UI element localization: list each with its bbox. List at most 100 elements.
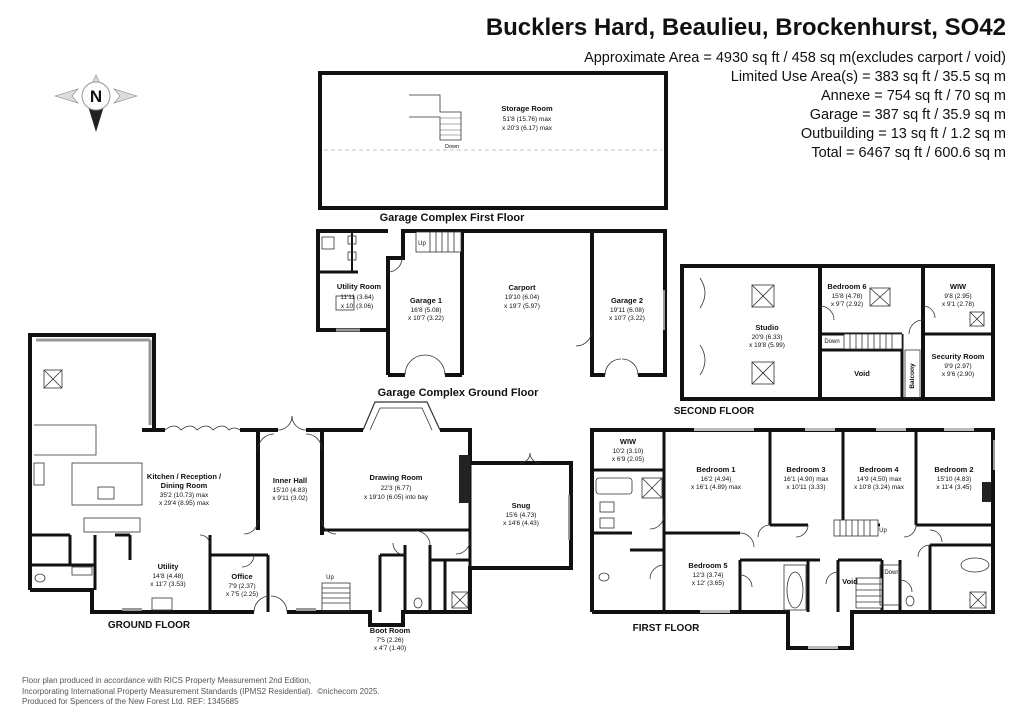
void1-name: Void — [842, 577, 858, 586]
bedroom6-name: Bedroom 6 — [827, 282, 866, 291]
area-line: Annexe = 754 sq ft / 70 sq m — [821, 88, 1006, 104]
snug-dim1: 15'6 (4.73) — [506, 512, 537, 519]
studio-dim1: 20'9 (6.33) — [752, 334, 783, 341]
inner-hall-name: Inner Hall — [273, 476, 307, 485]
wiw2-dim2: x 9'1 (2.78) — [942, 301, 974, 308]
bedroom6-dim2: x 9'7 (2.92) — [831, 301, 863, 308]
utility-dim1: 14'8 (4.48) — [153, 573, 184, 580]
wiw1-dim2: x 6'9 (2.05) — [612, 456, 644, 463]
garage-first-floor-label: Garage Complex First Floor — [380, 212, 526, 224]
drawing-room-dim2: x 19'10 (6.05) into bay — [364, 494, 429, 501]
boot-room-dim2: x 4'7 (1.40) — [374, 645, 406, 652]
carport-name: Carport — [508, 283, 536, 292]
bedroom3-dim2: x 10'11 (3.33) — [786, 484, 825, 491]
garage2-dim2: x 10'7 (3.22) — [609, 315, 645, 322]
balcony-label: Balcony — [909, 363, 916, 389]
second-floor-label: SECOND FLOOR — [674, 406, 755, 417]
carport-dim2: x 19'7 (5.97) — [504, 303, 540, 310]
bedroom4-dim1: 14'9 (4.50) max — [857, 476, 903, 483]
storage-room-dim2: x 20'3 (6.17) max — [502, 125, 553, 132]
bedroom3-name: Bedroom 3 — [786, 465, 825, 474]
kitchen-name2: Dining Room — [161, 481, 208, 490]
drawing-room-name: Drawing Room — [370, 473, 423, 482]
garage-ground-floor-label: Garage Complex Ground Floor — [378, 387, 539, 399]
garage-ground-details — [321, 231, 665, 376]
footer-line: Floor plan produced in accordance with R… — [22, 676, 312, 685]
garage-first-floor: Down Storage Room 51'8 (15.76) max x 20'… — [318, 71, 668, 210]
storage-room-dim1: 51'8 (15.76) max — [503, 116, 552, 123]
boot-room-name: Boot Room — [370, 626, 411, 635]
bedroom3-dim1: 16'1 (4.90) max — [784, 476, 830, 483]
second-floor — [680, 264, 995, 401]
bedroom1-dim2: x 16'1 (4.89) max — [691, 484, 742, 491]
utility-dim2: x 11'7 (3.53) — [150, 581, 185, 588]
bedroom1-dim1: 16'2 (4.94) — [701, 476, 732, 483]
bedroom5-dim2: x 12' (3.65) — [692, 580, 724, 587]
studio-dim2: x 19'8 (5.99) — [749, 342, 785, 349]
garage2-dim1: 19'11 (6.08) — [610, 307, 644, 314]
ground-floor — [28, 333, 573, 627]
property-title: Bucklers Hard, Beaulieu, Brockenhurst, S… — [485, 14, 1006, 41]
area-line: Outbuilding = 13 sq ft / 1.2 sq m — [800, 126, 1006, 142]
bedroom4-dim2: x 10'8 (3.24) max — [854, 484, 905, 491]
storage-down-label: Down — [445, 144, 459, 150]
office-dim2: x 7'5 (2.25) — [226, 591, 258, 598]
first-down-label: Down — [884, 570, 899, 576]
office-name: Office — [231, 572, 252, 581]
garage1-up-label: Up — [418, 241, 426, 247]
garage1-dim2: x 10'7 (3.22) — [408, 315, 444, 322]
bedroom1-name: Bedroom 1 — [696, 465, 735, 474]
garage1-name: Garage 1 — [410, 296, 442, 305]
utility-room-name: Utility Room — [337, 282, 381, 291]
bedroom2-name: Bedroom 2 — [934, 465, 973, 474]
footer-line-text: Incorporating International Property Mea… — [22, 686, 313, 696]
drawing-room-dim1: 22'3 (6.77) — [381, 485, 412, 492]
first-floor-label: FIRST FLOOR — [633, 623, 700, 634]
boot-room-up-label: Up — [326, 575, 334, 581]
compass-icon: N — [53, 74, 139, 132]
bedroom6-dim1: 15'8 (4.78) — [832, 293, 863, 300]
kitchen-name1: Kitchen / Reception / — [147, 472, 222, 481]
bedroom2-dim2: x 11'4 (3.45) — [936, 484, 971, 491]
garage1-dim1: 16'8 (5.08) — [411, 307, 442, 314]
area-line: Total = 6467 sq ft / 600.6 sq m — [811, 145, 1006, 161]
studio-name: Studio — [755, 323, 779, 332]
area-line: Approximate Area = 4930 sq ft / 458 sq m… — [584, 50, 1006, 66]
inner-hall-dim2: x 9'11 (3.02) — [272, 495, 307, 502]
security-room-dim1: 9'9 (2.97) — [944, 363, 971, 370]
area-line: Garage = 387 sq ft / 35.9 sq m — [809, 107, 1006, 123]
ground-floor-details — [33, 338, 570, 613]
ground-floor-label: GROUND FLOOR — [108, 620, 191, 631]
snug-dim2: x 14'6 (4.43) — [503, 520, 539, 527]
compass-label: N — [90, 87, 102, 106]
office-dim1: 7'9 (2.37) — [228, 583, 255, 590]
security-room-name: Security Room — [932, 352, 985, 361]
carport-dim1: 19'10 (6.04) — [505, 294, 540, 301]
wiw1-name: WIW — [620, 437, 637, 446]
kitchen-dim1: 35'2 (10.73) max — [160, 492, 209, 499]
storage-room-name: Storage Room — [501, 104, 553, 113]
kitchen-dim2: x 29'4 (8.95) max — [159, 500, 210, 507]
utility-room-dim1: 11'11 (3.64) — [340, 294, 374, 301]
area-line: Limited Use Area(s) = 383 sq ft / 35.5 s… — [730, 69, 1006, 85]
area-summary: Approximate Area = 4930 sq ft / 458 sq m… — [584, 49, 1006, 163]
footer-line: Produced for Spencers of the New Forest … — [22, 697, 239, 706]
first-up-label: Up — [879, 528, 887, 534]
wiw2-name: WIW — [950, 282, 967, 291]
bedroom4-name: Bedroom 4 — [859, 465, 899, 474]
snug-name: Snug — [512, 501, 531, 510]
inner-hall-dim1: 15'10 (4.83) — [273, 487, 308, 494]
wiw2-dim1: 9'8 (2.95) — [944, 293, 971, 300]
garage2-name: Garage 2 — [611, 296, 643, 305]
void2-name: Void — [854, 369, 870, 378]
wiw1-dim1: 10'2 (3.10) — [613, 448, 644, 455]
second-floor-details — [699, 277, 985, 399]
bedroom2-dim1: 15'10 (4.83) — [937, 476, 972, 483]
footer-notes: Floor plan produced in accordance with R… — [22, 676, 380, 708]
boot-room-dim1: 7'5 (2.26) — [376, 637, 403, 644]
utility-room-dim2: x 10' (3.06) — [341, 303, 373, 310]
bedroom5-name: Bedroom 5 — [688, 561, 727, 570]
bedroom5-dim1: 12'3 (3.74) — [693, 572, 724, 579]
first-floor-details — [595, 428, 995, 649]
